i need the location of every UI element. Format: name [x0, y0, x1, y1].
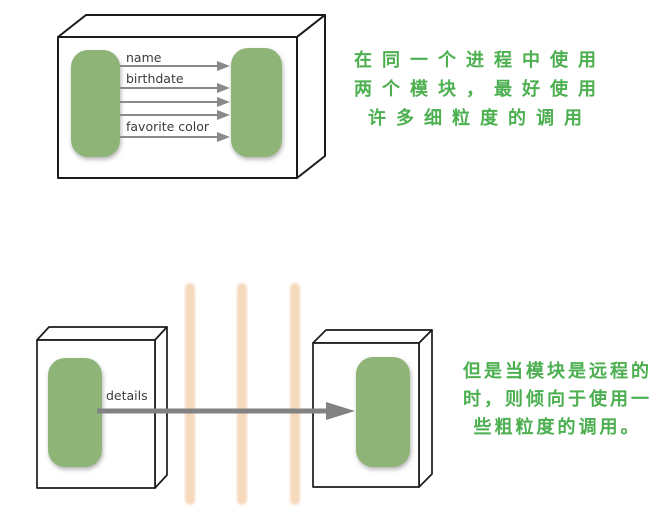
- box-top-face: [36, 326, 168, 341]
- fine-grained-call-arrow: [120, 97, 230, 107]
- annotation-line: 两个模块，最好使用: [354, 79, 606, 100]
- coarse-grained-call-arrow: [97, 402, 355, 420]
- fine-grained-call-arrow: [120, 110, 230, 120]
- module-b-block: [231, 48, 282, 157]
- box-right-face: [154, 326, 168, 489]
- call-label-birthdate: birthdate: [126, 71, 184, 86]
- annotation-line: 在同一个进程中使用: [354, 50, 606, 71]
- fine-grained-call-arrows: [120, 61, 230, 142]
- box-top-face: [312, 329, 433, 344]
- module-a-block: [71, 50, 120, 157]
- annotation-line: 些粗粒度的调用。: [473, 417, 642, 438]
- fine-grained-call-arrow: [120, 132, 230, 142]
- annotation-remote: 但是当模块是远程的 时，则倾向于使用一 些粗粒度的调用。: [455, 358, 660, 442]
- annotation-line: 时，则倾向于使用一: [463, 389, 652, 410]
- annotation-line: 但是当模块是远程的: [463, 361, 652, 382]
- annotation-line: 许多细粒度的调用: [368, 108, 592, 129]
- call-label-details: details: [106, 388, 148, 403]
- fine-grained-call-arrow: [120, 61, 230, 71]
- box-right-face: [296, 14, 326, 179]
- remote-module-block: [356, 357, 410, 467]
- annotation-in-process: 在同一个进程中使用 两个模块，最好使用 许多细粒度的调用: [340, 46, 620, 133]
- box-right-face: [418, 329, 433, 488]
- fine-grained-call-arrow: [120, 83, 230, 93]
- network-boundary-lines: [185, 283, 300, 505]
- call-label-name: name: [126, 50, 162, 65]
- box-top-face: [57, 14, 326, 38]
- call-label-favorite-color: favorite color: [126, 119, 210, 134]
- client-module-block: [48, 358, 102, 467]
